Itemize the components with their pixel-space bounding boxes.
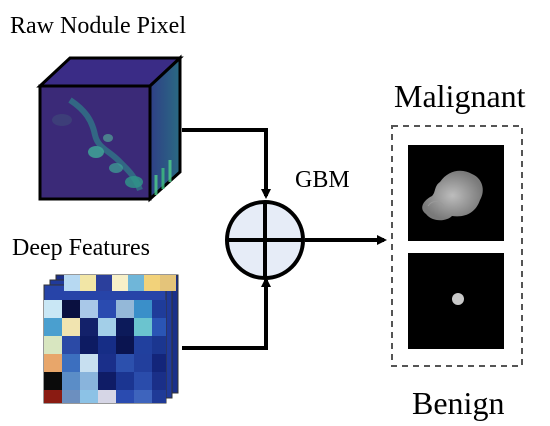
connectors [182,128,387,350]
result-box [391,125,523,367]
circle-plus-icon [225,200,305,280]
deep-to-fusion-arrow [182,277,271,350]
deep-feature-stack [43,274,179,404]
benign-ct-slice [408,253,504,349]
malignant-label: Malignant [394,78,526,114]
nodule-texture [52,97,143,192]
fusion-label: GBM [295,167,350,193]
malignant-ct-slice [408,145,504,241]
raw-to-fusion-arrow [182,128,271,199]
raw-nodule-cube [36,54,184,203]
benign-label: Benign [412,385,505,421]
cube-side-pattern [154,160,172,195]
raw-input-title: Raw Nodule Pixel [10,13,186,39]
deep-input-title: Deep Features [12,235,150,261]
feature-heatmap [44,275,176,403]
